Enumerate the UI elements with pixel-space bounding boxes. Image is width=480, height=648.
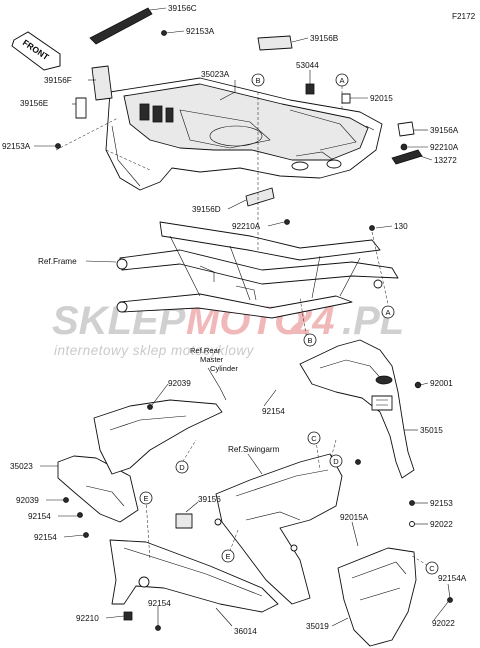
label-39156a: 39156A <box>430 126 459 135</box>
label-39156f: 39156F <box>44 76 72 85</box>
label-92154-mid: 92154 <box>262 407 285 416</box>
label-13272: 13272 <box>434 156 457 165</box>
label-92210a-mid: 92210A <box>232 222 261 231</box>
label-ref-frame: Ref.Frame <box>38 257 77 266</box>
watermark-tagline: internetowy sklep motocyklowy <box>54 343 255 358</box>
label-35023: 35023 <box>10 462 33 471</box>
ref-marker-e-mid: E <box>225 552 230 561</box>
ref-marker-c-right: C <box>429 564 435 573</box>
ref-marker-d-left: D <box>179 463 185 472</box>
label-36014: 36014 <box>234 627 257 636</box>
rear-fender-35015 <box>299 339 422 479</box>
label-39156b: 39156B <box>310 34 339 43</box>
label-92210: 92210 <box>76 614 99 623</box>
rear-tray-35023a <box>105 77 383 191</box>
label-39156e: 39156E <box>20 99 49 108</box>
watermark-brand-part4: .PL <box>342 299 404 343</box>
label-35015: 35015 <box>420 426 443 435</box>
side-cover-35023 <box>57 399 223 538</box>
reference-markers: A B A B C D D E E C <box>139 73 439 575</box>
label-92001: 92001 <box>430 379 453 388</box>
label-92154-l1: 92154 <box>28 512 51 521</box>
part-labels: 39156C 92153A 39156B 35023A 53044 39156F… <box>2 4 467 636</box>
ref-marker-d-right: D <box>333 457 339 466</box>
small-parts-top <box>55 7 423 231</box>
label-92022-bottom: 92022 <box>432 619 455 628</box>
ref-marker-c-mid: C <box>311 434 317 443</box>
label-53044: 53044 <box>296 61 319 70</box>
label-92154-l2: 92154 <box>34 533 57 542</box>
label-ref-rmc-3: Cylinder <box>210 364 238 373</box>
front-arrow: FRONT <box>11 31 61 71</box>
label-ref-rmc-2: Master <box>200 355 224 364</box>
figure-code: F2172 <box>452 12 476 21</box>
label-39156c: 39156C <box>168 4 197 13</box>
leader-lines <box>34 7 451 627</box>
guide-dashes <box>55 86 433 569</box>
ref-marker-e-left: E <box>143 494 148 503</box>
rear-subframe <box>116 221 399 319</box>
label-92153a-left: 92153A <box>2 142 31 151</box>
label-92015a: 92015A <box>340 513 369 522</box>
label-35019: 35019 <box>306 622 329 631</box>
label-39156d: 39156D <box>192 205 221 214</box>
label-92154-bottom: 92154 <box>148 599 171 608</box>
label-92153: 92153 <box>430 499 453 508</box>
label-ref-swingarm: Ref.Swingarm <box>228 445 280 454</box>
label-92015: 92015 <box>370 94 393 103</box>
ref-marker-b-top: B <box>255 76 260 85</box>
label-92039-left: 92039 <box>16 496 39 505</box>
label-92153a-top: 92153A <box>186 27 215 36</box>
label-92022-top: 92022 <box>430 520 453 529</box>
ref-marker-a-top: A <box>339 76 344 85</box>
label-92210a-right: 92210A <box>430 143 459 152</box>
label-92154a: 92154A <box>438 574 467 583</box>
label-39156: 39156 <box>198 495 221 504</box>
label-35023a: 35023A <box>201 70 230 79</box>
ref-marker-b-mid: B <box>307 336 312 345</box>
label-130: 130 <box>394 222 408 231</box>
label-ref-rmc-1: Ref.Rear <box>190 346 221 355</box>
label-92039-top: 92039 <box>168 379 191 388</box>
ref-marker-a-mid: A <box>385 308 390 317</box>
swingarm-inner-fender <box>214 453 361 605</box>
mud-flap-35019 <box>337 500 453 647</box>
